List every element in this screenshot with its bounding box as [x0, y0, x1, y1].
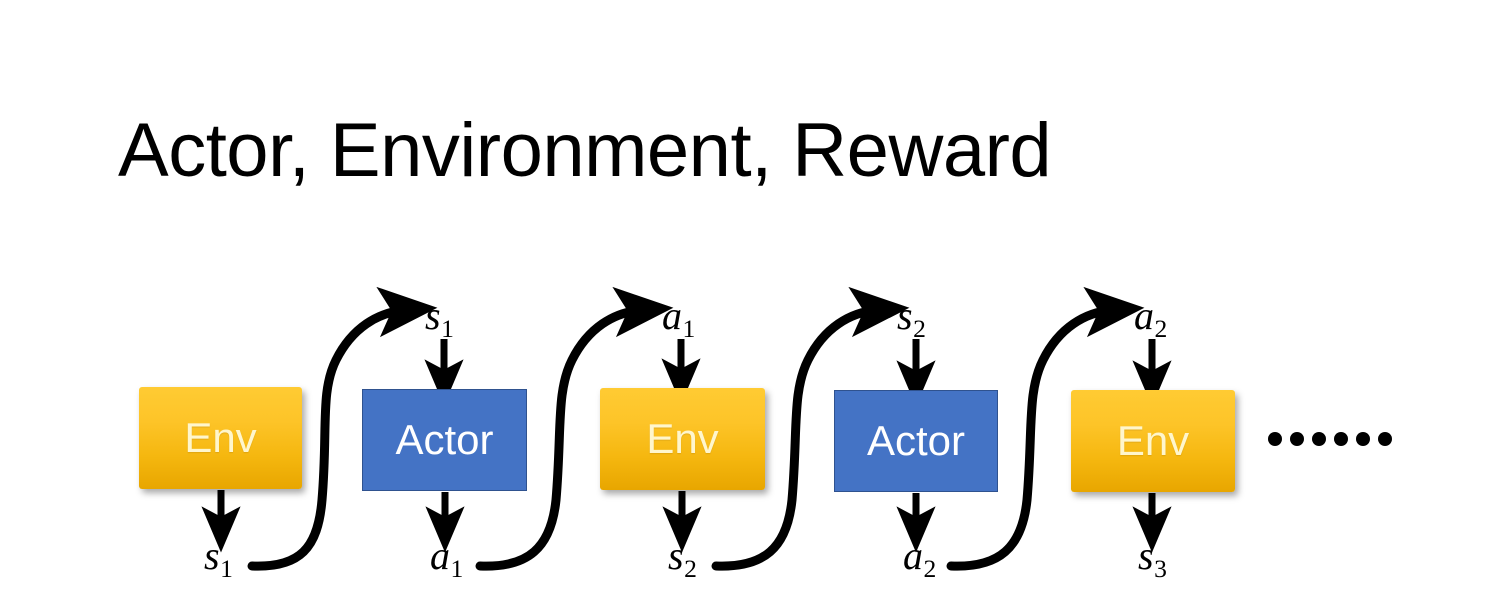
label-subscript: 2: [684, 553, 697, 583]
label-state-s2-bottom: s2: [668, 536, 697, 581]
label-state-s2-top: s2: [897, 296, 926, 341]
node-env-1[interactable]: Env: [139, 387, 302, 489]
ellipsis-dot: [1334, 432, 1348, 446]
label-base: s: [668, 533, 684, 578]
ellipsis-dot: [1356, 432, 1370, 446]
node-env-2[interactable]: Env: [600, 388, 765, 490]
label-subscript: 3: [1154, 553, 1167, 583]
label-subscript: 2: [923, 553, 937, 583]
label-base: s: [897, 293, 913, 338]
label-state-s1-top: s1: [425, 296, 454, 341]
node-actor-2[interactable]: Actor: [834, 390, 998, 492]
node-label: Env: [646, 415, 719, 462]
node-label: Env: [184, 414, 257, 461]
ellipsis-dot: [1378, 432, 1392, 446]
label-subscript: 1: [682, 313, 696, 343]
node-label: Actor: [395, 416, 494, 463]
label-state-s3-bottom: s3: [1138, 536, 1167, 581]
box-to-label-arrow-group: [201, 490, 1172, 553]
label-subscript: 1: [450, 553, 464, 583]
node-env-3[interactable]: Env: [1071, 390, 1235, 492]
label-action-a2-top: a2: [1134, 296, 1167, 341]
label-base: a: [1134, 293, 1154, 338]
label-base: s: [1138, 533, 1154, 578]
label-state-s1-bottom: s1: [204, 536, 233, 581]
label-subscript: 1: [441, 313, 454, 343]
label-base: s: [425, 293, 441, 338]
label-action-a1-top: a1: [662, 296, 695, 341]
label-to-box-arrow-group: [424, 339, 1172, 407]
label-subscript: 2: [1154, 313, 1168, 343]
label-base: a: [430, 533, 450, 578]
ellipsis-dot: [1268, 432, 1282, 446]
label-subscript: 1: [220, 553, 233, 583]
page-title: Actor, Environment, Reward: [118, 108, 1052, 193]
label-subscript: 2: [913, 313, 926, 343]
label-base: a: [903, 533, 923, 578]
ellipsis-icon: [1268, 432, 1392, 446]
label-action-a1-bottom: a1: [430, 536, 463, 581]
ellipsis-dot: [1312, 432, 1326, 446]
node-label: Actor: [866, 417, 966, 464]
ellipsis-dot: [1290, 432, 1304, 446]
label-base: a: [662, 293, 682, 338]
node-actor-1[interactable]: Actor: [362, 389, 527, 491]
label-base: s: [204, 533, 220, 578]
label-action-a2-bottom: a2: [903, 536, 936, 581]
node-label: Env: [1116, 417, 1190, 464]
